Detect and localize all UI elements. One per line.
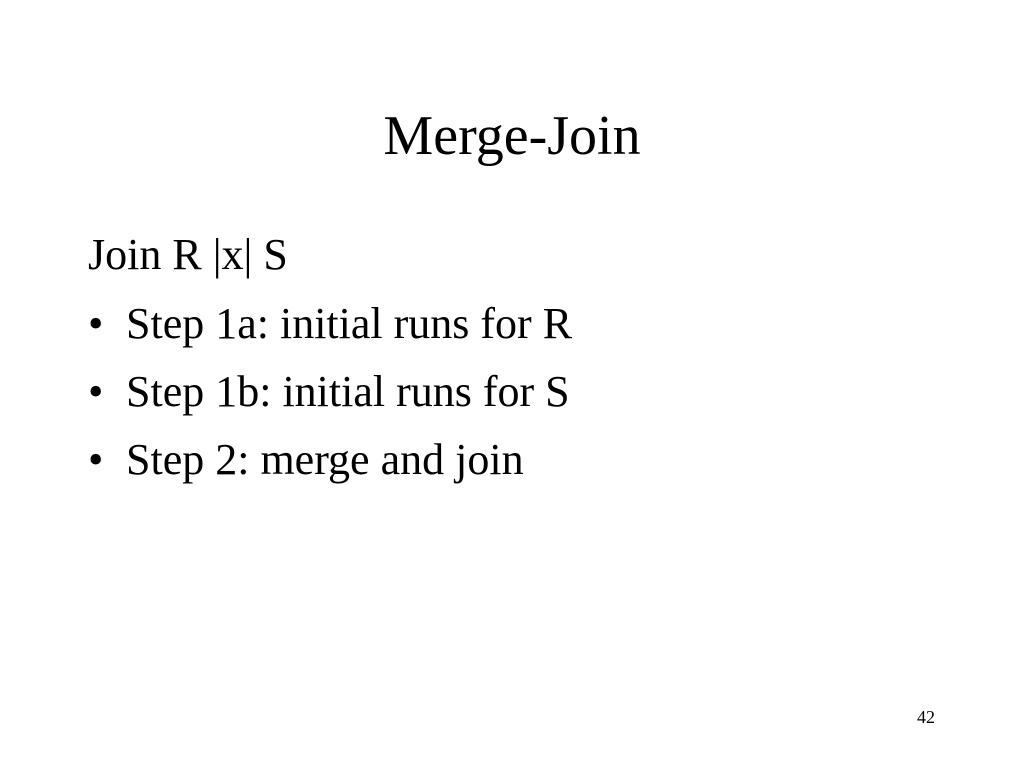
bullet-text: Step 1a: initial runs for R	[126, 299, 573, 348]
bullet-text: Step 2: merge and join	[126, 435, 524, 484]
bullet-list: • Step 1a: initial runs for R • Step 1b:…	[88, 296, 572, 500]
bullet-text: Step 1b: initial runs for S	[126, 367, 570, 416]
join-expression: Join R |x| S	[88, 230, 288, 279]
bullet-icon: •	[88, 367, 104, 416]
list-item: • Step 2: merge and join	[88, 432, 572, 488]
slide-title: Merge-Join	[383, 105, 641, 167]
bullet-icon: •	[88, 435, 104, 484]
page-number: 42	[917, 707, 935, 727]
list-item: • Step 1a: initial runs for R	[88, 296, 572, 352]
list-item: • Step 1b: initial runs for S	[88, 364, 572, 420]
bullet-icon: •	[88, 299, 104, 348]
